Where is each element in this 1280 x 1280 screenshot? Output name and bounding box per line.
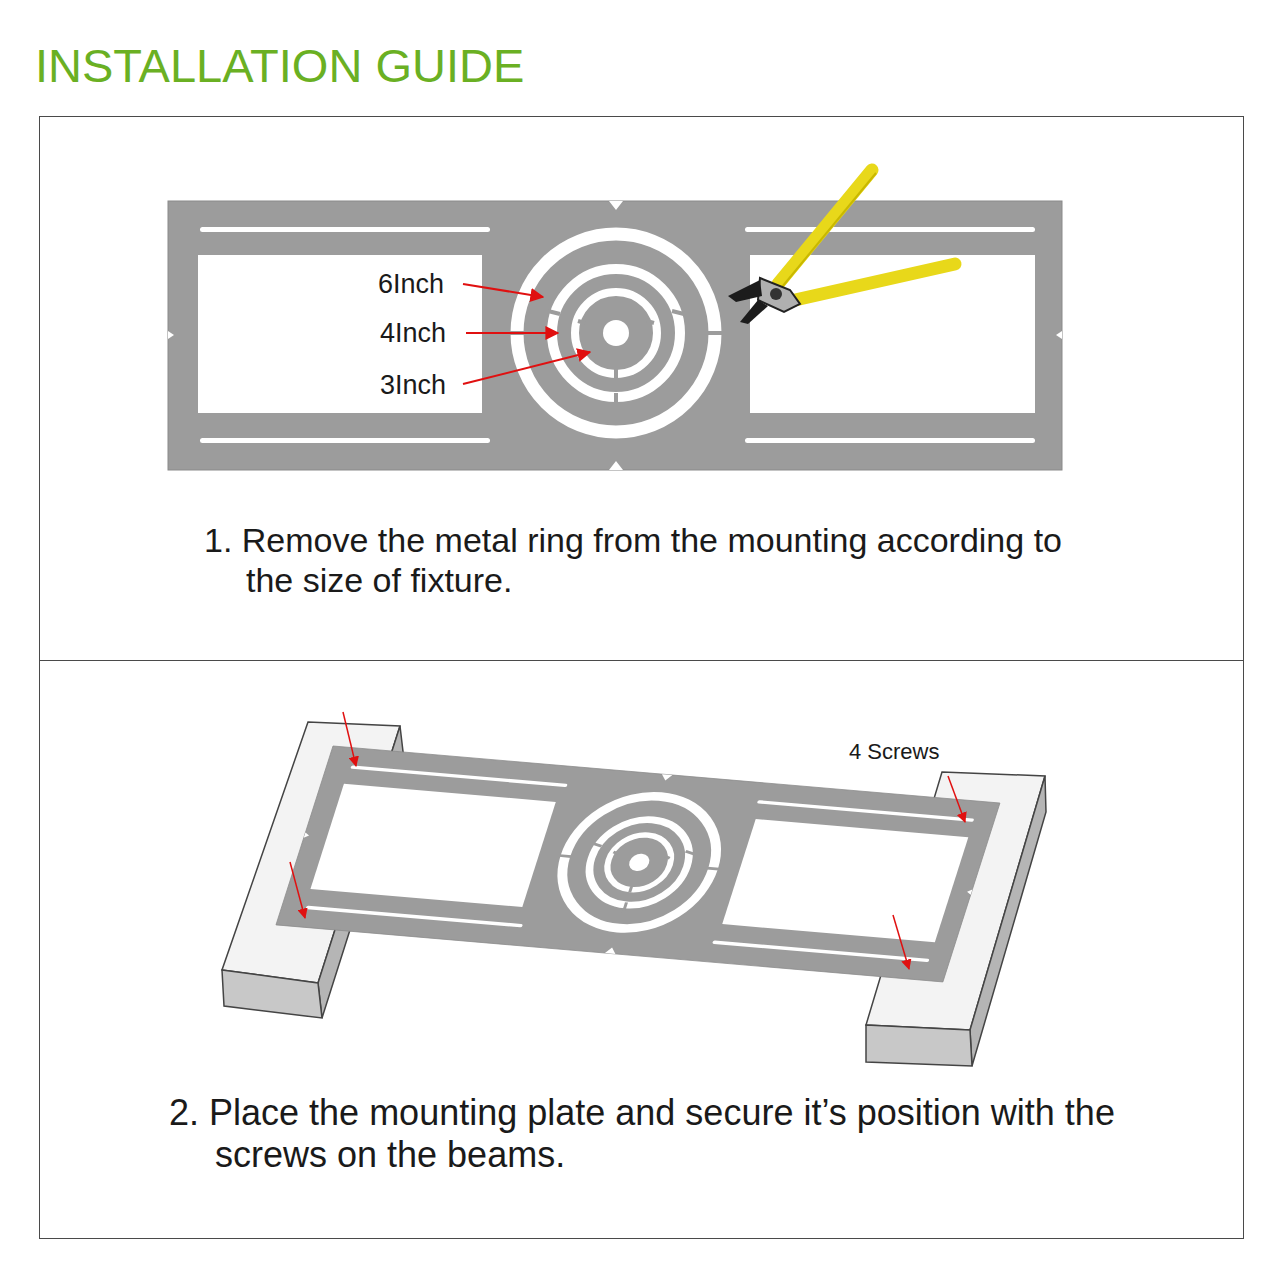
size-label: 3Inch [380, 372, 446, 399]
pliers [728, 170, 955, 324]
step-instruction: 1. Remove the metal ring from the mounti… [204, 520, 1096, 600]
screw-arrows [290, 712, 965, 969]
size-label: 6Inch [378, 271, 444, 298]
size-label: 4Inch [380, 320, 446, 347]
step-instruction: 2. Place the mounting plate and secure i… [169, 1092, 1225, 1177]
step-panel: 1. Remove the metal ring from the mounti… [39, 116, 1244, 661]
mounting-plate [276, 746, 1000, 982]
leader-arrows [463, 284, 590, 384]
step-panel: 2. Place the mounting plate and secure i… [39, 660, 1244, 1239]
mounting-plate [168, 201, 1062, 470]
callout-label: 4 Screws [849, 741, 939, 763]
page-title: INSTALLATION GUIDE [35, 42, 524, 89]
